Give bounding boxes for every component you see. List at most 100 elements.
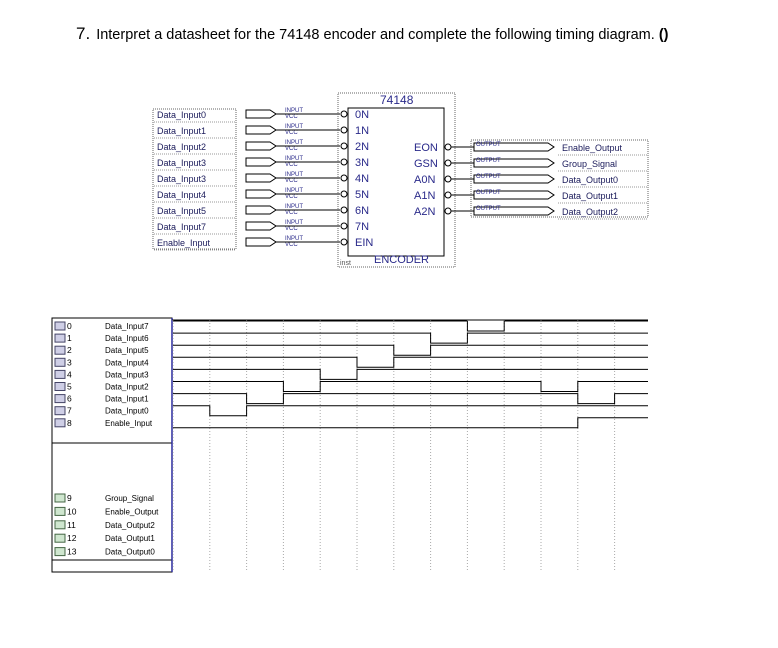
encoder-chip: 74148ENCODERinst0N1N2N3N4N5N6N7NEINEONGS… [337, 92, 474, 268]
waveform-signal-name: Data_Input0 [105, 407, 149, 416]
vcc-tag: VCC [285, 146, 298, 152]
input-tag: INPUT [285, 156, 303, 162]
output-labels-frame [470, 139, 649, 218]
input-tag: INPUT [285, 220, 303, 226]
input-pin-symbol [245, 173, 277, 183]
input-signal-icon [54, 369, 66, 379]
waveform-signal-name: Data_Input1 [105, 395, 149, 404]
signal-index: 4 [67, 369, 72, 379]
chip-output-pin: GSN [414, 158, 438, 170]
input-bubble [340, 142, 348, 150]
output-signal-icon [54, 493, 66, 503]
output-tag: OUTPUT [476, 174, 501, 180]
input-pin-symbol [245, 221, 277, 231]
input-tag: INPUT [285, 236, 303, 242]
input-pin-symbol [245, 141, 277, 151]
waveform-trace [173, 417, 648, 429]
input-bubble [340, 206, 348, 214]
vcc-tag: VCC [285, 162, 298, 168]
waveform-trace [173, 368, 648, 380]
output-port-label: Data_Output2 [562, 207, 618, 217]
signal-index: 12 [67, 533, 77, 543]
input-signal-icon [54, 382, 66, 391]
output-tag: OUTPUT [476, 206, 501, 212]
signal-index: 5 [67, 382, 72, 392]
input-pin-symbol [245, 125, 277, 135]
signal-index: 3 [67, 357, 72, 367]
chip-output-pin: A2N [414, 206, 435, 218]
input-port-label: Data_Input4 [157, 190, 206, 200]
input-bubble [340, 158, 348, 166]
output-pin-symbol [473, 206, 555, 216]
input-bubble [340, 126, 348, 134]
input-port-label: Data_Input0 [157, 110, 206, 120]
waveform-signal-name: Data_Input5 [105, 346, 149, 355]
waveform-signal-name: Data_Input6 [105, 334, 149, 343]
output-tag: OUTPUT [476, 190, 501, 196]
waveform-signal-name: Enable_Input [105, 419, 153, 428]
waveform-signal-name: Group_Signal [105, 494, 154, 503]
output-tag: OUTPUT [476, 142, 501, 148]
signal-index: 6 [67, 394, 72, 404]
input-signal-icon [54, 345, 66, 355]
waveform-trace [173, 405, 648, 417]
waveform-signal-name: Data_Input2 [105, 383, 149, 392]
output-port-label: Enable_Output [562, 143, 623, 153]
chip-name: ENCODER [374, 254, 429, 266]
output-bubble [444, 207, 452, 215]
chip-input-pin: 2N [355, 141, 369, 153]
input-tag: INPUT [285, 188, 303, 194]
waveform-trace [173, 332, 648, 344]
waveform-signal-name: Data_Output2 [105, 521, 155, 530]
waveform-signal-name: Enable_Output [105, 507, 159, 516]
inst-label: inst [340, 260, 351, 267]
waveform-signal-name: Data_Output0 [105, 548, 155, 557]
input-tag: INPUT [285, 124, 303, 130]
chip-output-pin: A1N [414, 190, 435, 202]
input-port-label: Enable_Input [157, 238, 211, 248]
vcc-tag: VCC [285, 178, 298, 184]
output-signal-icon [54, 520, 66, 530]
signal-index: 8 [67, 418, 72, 428]
output-port-label: Group_Signal [562, 159, 617, 169]
question-points: () [658, 27, 669, 43]
vcc-tag: VCC [285, 242, 298, 248]
input-tag: INPUT [285, 140, 303, 146]
input-pin-symbol [245, 157, 277, 167]
chip-input-pin: 0N [355, 109, 369, 121]
waveform-trace [173, 381, 648, 392]
output-signal-icon [54, 547, 66, 557]
signal-index: 10 [67, 506, 77, 516]
input-bubble [340, 238, 348, 246]
output-bubble [444, 143, 452, 151]
chip-output-pin: EON [414, 142, 438, 154]
chip-frame-dotted [337, 92, 456, 268]
input-pin-symbol [245, 205, 277, 215]
signal-index: 7 [67, 406, 72, 416]
chip-input-pin: 5N [355, 189, 369, 201]
input-pin-symbol [245, 189, 277, 199]
input-tag: INPUT [285, 108, 303, 114]
input-bubble [340, 222, 348, 230]
vcc-tag: VCC [285, 210, 298, 216]
waveform-signal-name: Data_Output1 [105, 534, 155, 543]
chip-input-pin: 3N [355, 157, 369, 169]
output-signal-icon [54, 533, 66, 543]
input-bubble [340, 174, 348, 182]
waveform-trace [173, 393, 648, 405]
output-pin-symbol [473, 174, 555, 184]
output-bubble [444, 191, 452, 199]
signal-index: 2 [67, 345, 72, 355]
chip-title: 74148 [380, 93, 414, 107]
signal-index: 11 [67, 520, 76, 530]
input-bubble [340, 110, 348, 118]
vcc-tag: VCC [285, 226, 298, 232]
output-pin-symbol [473, 190, 555, 200]
input-bubble [340, 190, 348, 198]
waveform-signal-name: Data_Input7 [105, 322, 149, 331]
input-signal-icon [54, 333, 66, 343]
vcc-tag: VCC [285, 130, 298, 136]
